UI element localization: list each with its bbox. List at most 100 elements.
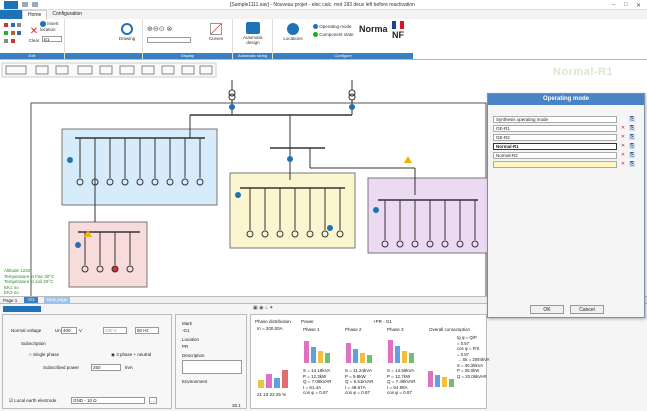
unit-v-label: V (79, 328, 83, 333)
window-title: [Sample1111.sav] - Nouveau projet - elec… (230, 2, 415, 8)
local-earth-checkbox[interactable]: ☑ Local earth electrode (9, 398, 57, 403)
symbol-toolbar[interactable] (1, 62, 217, 78)
clear-icon: ✕ (29, 26, 39, 37)
component-props-panel: Mark -G1 Location PR Description Environ… (175, 314, 247, 409)
ribbon-group-display: ⊕⊖⊙ ⊗ Curves Display (143, 19, 233, 59)
group-label-edit-ext (65, 53, 142, 59)
environment-label: Environment (182, 379, 208, 384)
un-label: Un (55, 328, 61, 333)
close-icon[interactable]: ✕ (636, 3, 642, 9)
undo-icon[interactable] (32, 2, 38, 7)
edit-normal-r1-icon[interactable]: ⎘ (629, 143, 635, 149)
overall-values: tg φ = Q/P= 0.57 cos φ = P/S= 0.87 → Sk … (457, 335, 490, 379)
power-panel: Phase distribution In = 200.00A Power 21… (250, 314, 490, 409)
drawing-icon (121, 23, 133, 35)
mode-row-ge-r1[interactable]: GE-R1 (493, 125, 617, 132)
tab-configuration[interactable]: Configuration (52, 11, 83, 17)
feeders-yellow[interactable] (246, 188, 344, 238)
drawing-button[interactable]: Drawing (115, 23, 139, 41)
edit-ge-r1-icon[interactable]: ⎘ (629, 125, 635, 131)
three-phase-radio[interactable]: ◉ 3 phase + neutral (111, 352, 152, 357)
nf-button[interactable]: NF (388, 21, 408, 40)
operating-mode-dialog: Operating mode Synthesis operating mode … (487, 93, 645, 318)
subscribed-power-label: Subscribed power (43, 365, 80, 370)
delete-normal-r2-icon[interactable]: ✕ (620, 152, 626, 158)
feeders-purple[interactable] (381, 200, 479, 248)
feeders-red[interactable] (81, 232, 134, 273)
curves-button[interactable]: Curves (203, 23, 229, 41)
transformer-left[interactable] (228, 80, 236, 115)
zoom-combo[interactable] (147, 37, 191, 43)
feeders-blue[interactable] (76, 138, 204, 186)
description-input[interactable] (182, 360, 242, 374)
panel-toolbar-icons[interactable]: ▣ ◉ ⌂ ✦ (253, 305, 274, 311)
mark-value: -G1 (182, 328, 190, 333)
zone-purple (367, 177, 489, 254)
clear-button[interactable]: ✕ Clear (28, 26, 40, 44)
icon-value: 35.1 (232, 403, 241, 408)
mode-row-new[interactable] (493, 161, 617, 168)
info-markers[interactable] (67, 104, 412, 248)
e1-combo[interactable]: E1 (42, 36, 62, 42)
schematic-diagram[interactable] (0, 60, 647, 299)
ribbon-group-display-left: Drawing (65, 19, 143, 59)
tab-home[interactable]: Home (22, 10, 48, 19)
component-state-icon (313, 32, 318, 38)
group-label-display: Display (143, 53, 232, 59)
zoom-icons[interactable]: ⊕⊖⊙ ⊗ (147, 26, 173, 33)
location-label: Location (182, 337, 200, 342)
group-label-auto: Automatic sizing (233, 53, 272, 59)
edit-synthesis-icon[interactable]: ⎘ (629, 116, 635, 122)
sheet-tab-new-page[interactable]: New page (44, 297, 71, 303)
description-label: Description (182, 353, 205, 358)
component-selector[interactable] (3, 306, 41, 312)
dialog-title: Operating mode (488, 94, 644, 105)
earth-more-button[interactable]: … (149, 397, 157, 404)
norma-button[interactable]: Norma (359, 24, 388, 34)
phase-bar-values: 21 10 22 25 % (257, 392, 287, 397)
component-state-button[interactable]: Component state (313, 32, 355, 38)
insert-location-button[interactable]: Insert location (40, 21, 59, 32)
delete-normal-r1-icon[interactable]: ✕ (620, 143, 626, 149)
edit-normal-r2-icon[interactable]: ⎘ (629, 152, 635, 158)
edit-ge-r2-icon[interactable]: ⎘ (629, 134, 635, 140)
subscribed-power-input[interactable]: 250 (91, 364, 121, 371)
supply-panel: Normal voltage Un 400 V 230 V 50 Hz Subs… (2, 314, 172, 409)
transformer-right[interactable] (348, 80, 356, 115)
locations-button[interactable]: Locations (281, 23, 305, 41)
ribbon-group-configure: Locations Operating mode Component state… (273, 19, 413, 59)
maximize-icon[interactable]: □ (624, 2, 628, 8)
mode-row-normal-r2[interactable]: Normal-R2 (493, 152, 617, 159)
nominal-voltage-label: Normal voltage (11, 328, 42, 333)
edit-new-icon[interactable]: ⎘ (629, 161, 635, 167)
mode-row-ge-r2[interactable]: GE-R2 (493, 134, 617, 141)
mode-row-synthesis[interactable]: Synthesis operating mode (493, 116, 617, 123)
in-value: In = 200.00A (257, 326, 283, 331)
single-phase-radio[interactable]: ○ Single phase (29, 352, 59, 357)
automatic-design-button[interactable]: Automatic design (237, 22, 269, 45)
earth-select[interactable]: GND - 10 Ω (71, 397, 145, 404)
sheet-tab-g1[interactable]: -G1 (24, 297, 38, 303)
minimize-icon[interactable]: – (612, 2, 616, 8)
component-tools-icon[interactable] (3, 21, 23, 45)
overall-bar-chart (428, 371, 454, 387)
delete-ge-r1-icon[interactable]: ✕ (620, 125, 626, 131)
frequency-select[interactable]: 50 Hz (135, 327, 159, 334)
environment-notes: Altitude 123m Temperature in Fair 30°C T… (4, 268, 55, 295)
save-icon[interactable] (22, 2, 28, 7)
mode-row-normal-r1[interactable]: Normal-R1 (493, 143, 617, 150)
delete-ge-r2-icon[interactable]: ✕ (620, 134, 626, 140)
cancel-button[interactable]: Cancel (570, 305, 604, 314)
sub-voltage-input[interactable]: 230 V (103, 327, 127, 334)
group-label-edit: Edit (0, 53, 64, 59)
phase-distribution-label: Phase distribution (255, 319, 291, 324)
file-tab[interactable] (0, 10, 22, 19)
ribbon-tabs: Home Configuration (0, 10, 647, 19)
operating-mode-button[interactable]: Operating mode (313, 24, 355, 30)
un-input[interactable]: 400 (61, 327, 77, 334)
automatic-design-icon (246, 22, 260, 34)
ok-button[interactable]: OK (530, 305, 564, 314)
delete-new-icon[interactable]: ✕ (620, 161, 626, 167)
eff-label: +PR - G1 (373, 319, 392, 324)
ribbon-group-edit: ✕ Clear Insert location E1 Edit (0, 19, 65, 59)
